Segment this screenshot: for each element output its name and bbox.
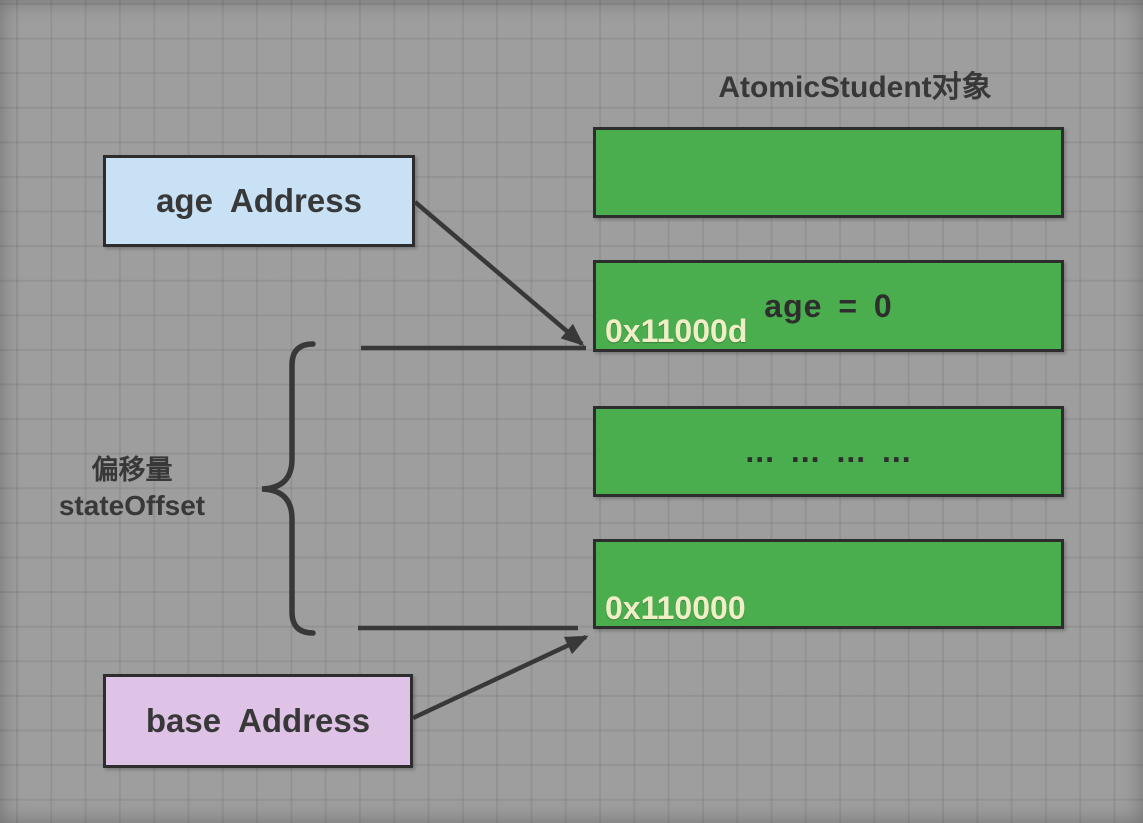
offset-annotation-cn: 偏移量 xyxy=(91,455,173,485)
base-address-label: 0x110000 xyxy=(605,589,746,626)
age-address-box: age Address xyxy=(103,155,415,247)
offset-annotation-en: stateOffset xyxy=(58,490,206,521)
diagram-title: AtomicStudent对象 xyxy=(718,71,992,104)
memory-cell-top xyxy=(593,127,1064,218)
base-address-box-label: base Address xyxy=(145,702,371,739)
ellipsis-label: ... ... ... ... xyxy=(745,433,912,469)
age-address-label: 0x11000d xyxy=(605,312,748,349)
base-pointer-arrow xyxy=(412,634,589,721)
age-address-box-label: age Address xyxy=(156,182,362,219)
offset-brace xyxy=(261,341,316,636)
age-value-label: age = 0 xyxy=(764,287,893,324)
offset-annotation: 偏移量 stateOffset xyxy=(28,452,236,524)
memory-cell-ellipsis: ... ... ... ... xyxy=(593,406,1064,497)
memory-cell-base: 0x110000 xyxy=(593,539,1064,629)
age-pointer-arrow xyxy=(413,200,585,346)
base-address-box: base Address xyxy=(103,674,413,768)
memory-cell-age: age = 0 0x11000d xyxy=(593,260,1064,352)
